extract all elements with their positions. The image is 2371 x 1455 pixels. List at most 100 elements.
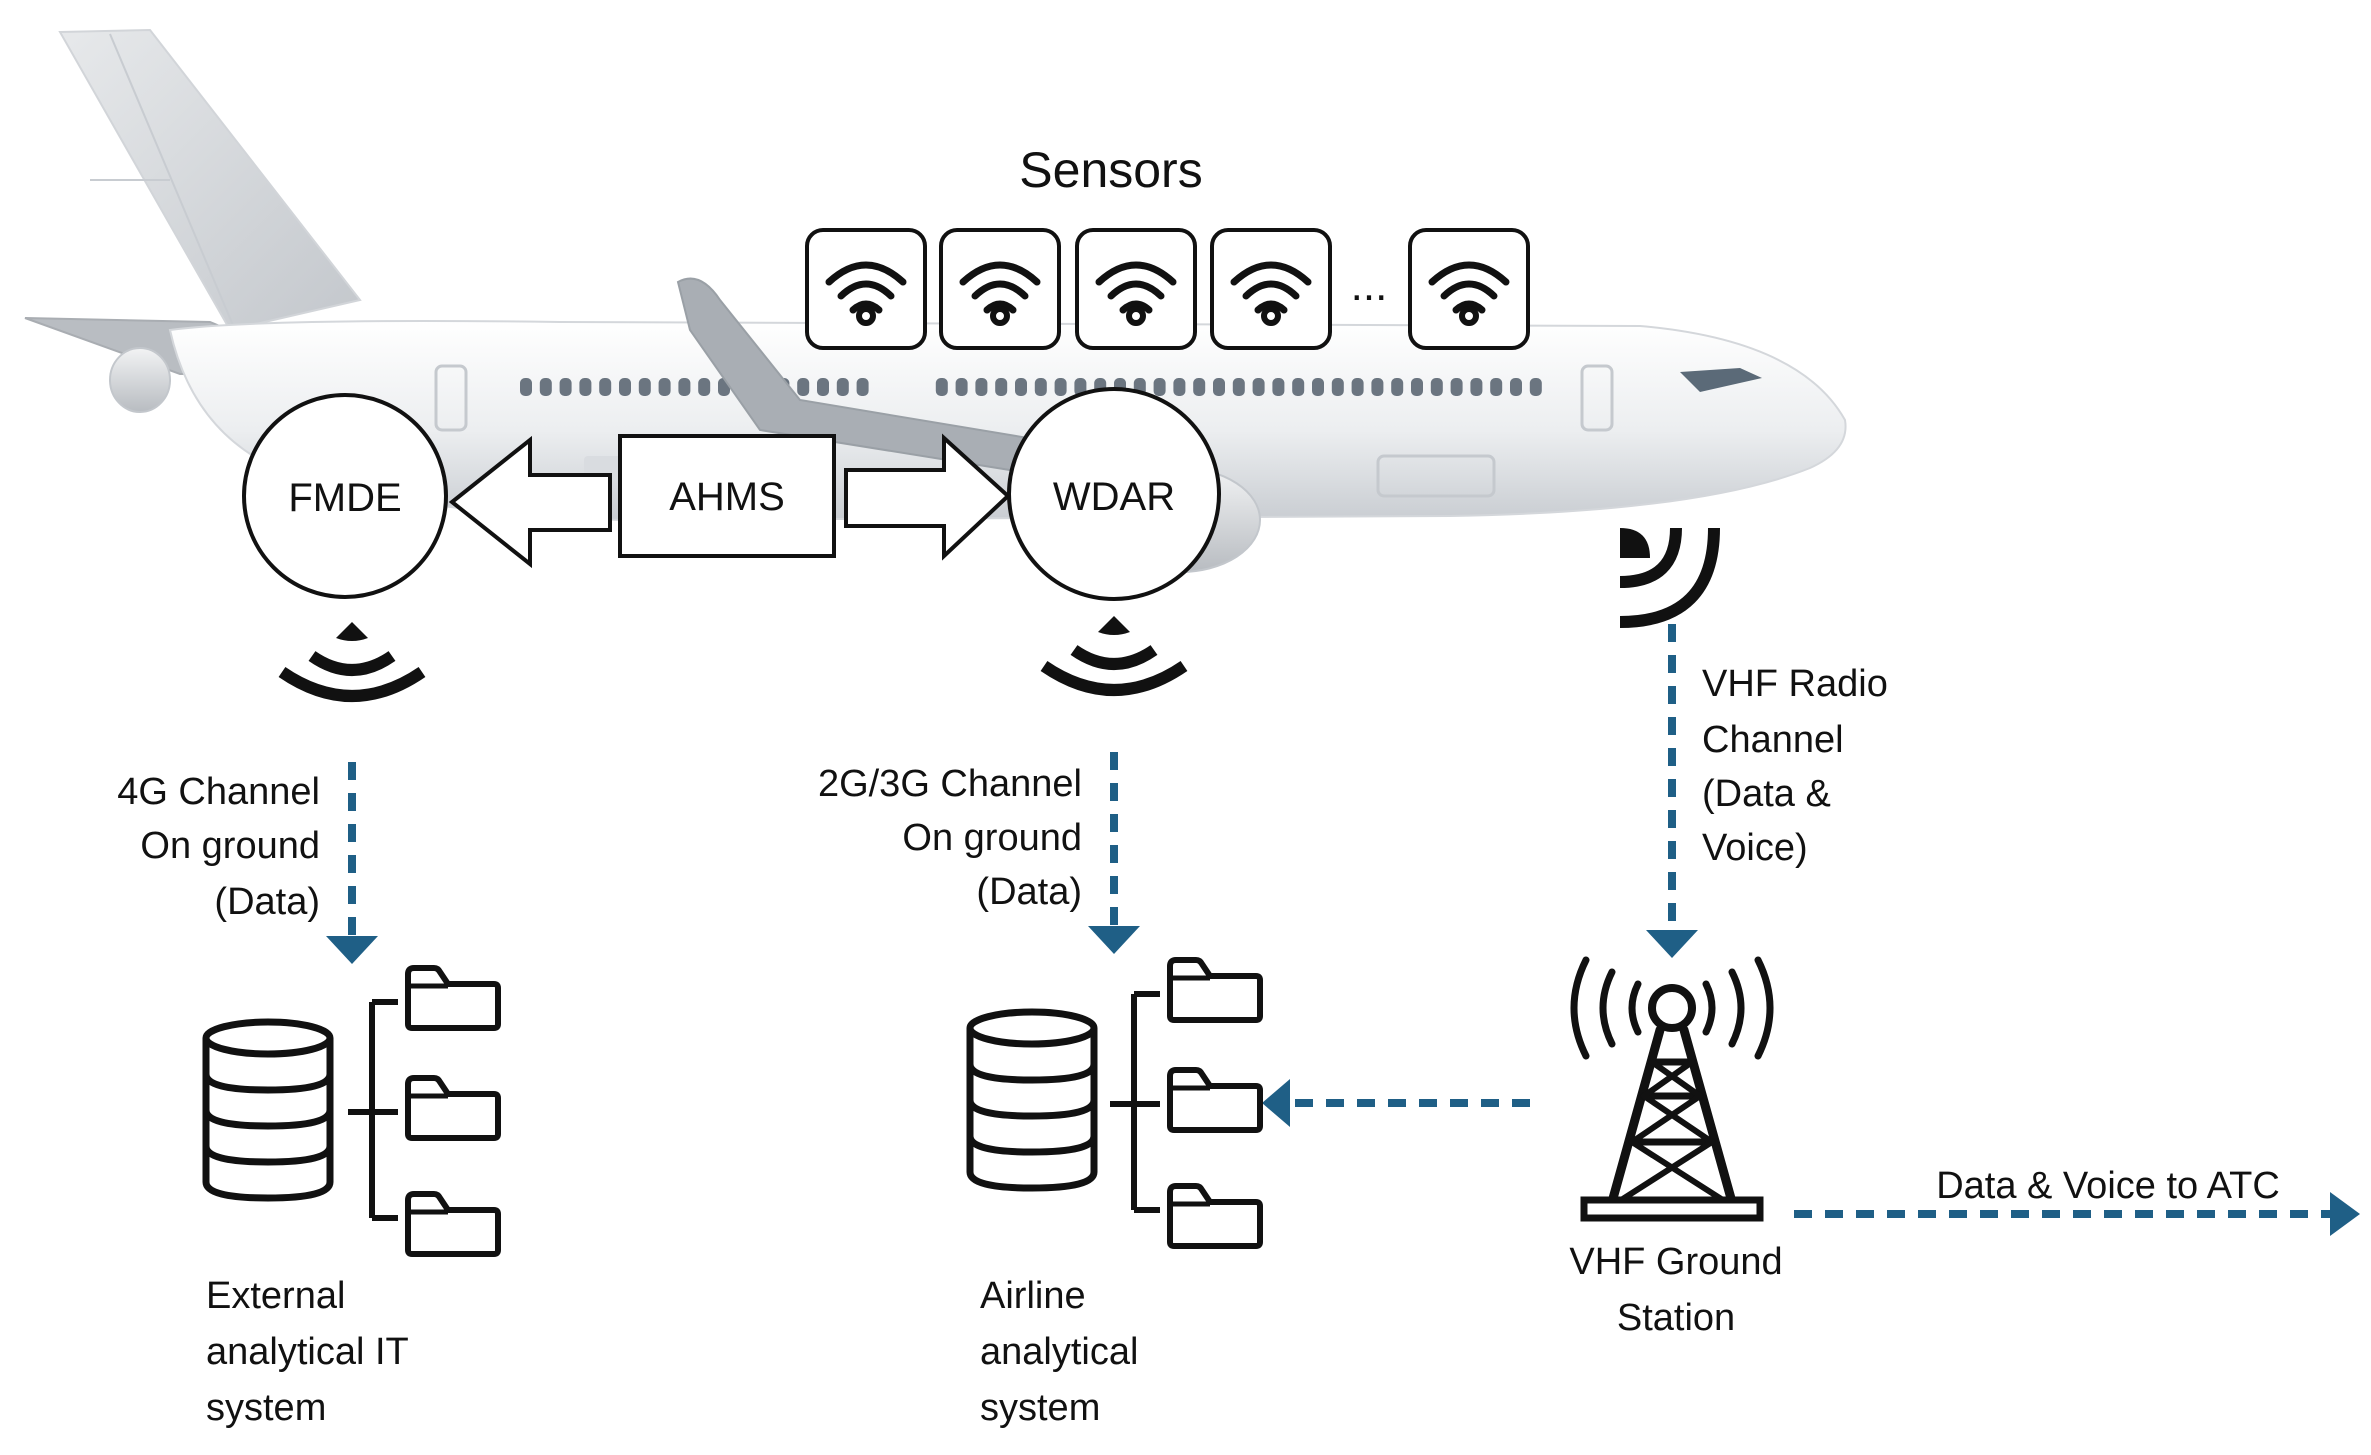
folder-icon xyxy=(408,968,498,1028)
arrow-heads xyxy=(326,926,2360,1236)
airline-system-line-1: Airline xyxy=(980,1275,1086,1317)
airplane-window xyxy=(1015,378,1027,396)
atc-label: Data & Voice to ATC xyxy=(1936,1165,2280,1207)
airplane-window xyxy=(579,378,592,396)
arrow-ahms-to-wdar xyxy=(844,433,1011,561)
airplane-window xyxy=(1430,378,1443,396)
airplane-window-row xyxy=(520,378,1542,396)
signal-waves-icon xyxy=(1040,616,1188,696)
arrow-ahms-to-fmde xyxy=(448,435,612,569)
wifi-sensor-icon xyxy=(1212,230,1330,348)
external-analytical-system: External analytical IT system xyxy=(206,968,498,1429)
airplane-window xyxy=(1391,378,1404,396)
airplane-window xyxy=(1034,378,1047,396)
label-4g-line-3: (Data) xyxy=(214,881,320,923)
airplane-window xyxy=(1193,378,1206,396)
wifi-sensor-icon xyxy=(941,230,1059,348)
airplane-window xyxy=(1490,378,1503,396)
airline-analytical-system: Airline analytical system xyxy=(970,960,1260,1429)
airplane-window xyxy=(856,378,869,396)
fmde-label: FMDE xyxy=(288,476,401,520)
label-2g3g-channel: 2G/3G Channel On ground (Data) xyxy=(818,763,1082,913)
folder-tree-icon xyxy=(1110,991,1160,1213)
label-4g-line-1: 4G Channel xyxy=(117,771,320,813)
airplane-window xyxy=(1153,378,1166,396)
database-icon xyxy=(206,1022,330,1198)
sensor-row: ... xyxy=(807,230,1528,348)
airplane-window xyxy=(1292,378,1305,396)
airplane-window xyxy=(1450,378,1463,396)
airplane-window xyxy=(698,378,711,396)
airplane-window xyxy=(836,378,849,396)
airplane-window xyxy=(678,378,691,396)
airplane-window xyxy=(975,378,988,396)
database-icon xyxy=(970,1012,1094,1188)
airplane-window xyxy=(817,378,829,396)
airplane-window xyxy=(1351,378,1364,396)
airplane-window xyxy=(995,378,1008,396)
label-vhf-line-4: Voice) xyxy=(1702,827,1808,869)
airplane-window xyxy=(599,378,612,396)
label-4g-channel: 4G Channel On ground (Data) xyxy=(117,771,320,923)
folder-icon xyxy=(408,1078,498,1138)
label-vhf-line-3: (Data & xyxy=(1702,773,1831,815)
airplane-window xyxy=(1529,378,1542,396)
airplane-window xyxy=(797,378,810,396)
label-vhf-line-1: VHF Radio xyxy=(1702,663,1888,705)
ground-station-label: VHF Ground Station xyxy=(1569,1241,1782,1339)
external-system-line-3: system xyxy=(206,1387,326,1429)
airplane-window xyxy=(1232,378,1245,396)
label-2g3g-line-3: (Data) xyxy=(976,871,1082,913)
folder-icon xyxy=(408,1194,498,1254)
airplane-window xyxy=(1331,378,1344,396)
airplane-window xyxy=(935,378,948,396)
label-2g3g-line-1: 2G/3G Channel xyxy=(818,763,1082,805)
airplane-window xyxy=(955,378,968,396)
airplane-window xyxy=(520,378,532,396)
sensor-ellipsis: ... xyxy=(1351,261,1388,310)
wdar-node: WDAR xyxy=(1007,387,1221,601)
airline-system-line-2: analytical xyxy=(980,1331,1138,1373)
airplane-window xyxy=(1252,378,1265,396)
airplane-window xyxy=(559,378,572,396)
airplane-window xyxy=(1411,378,1423,396)
airplane-cockpit-window xyxy=(1680,368,1762,392)
external-system-line-1: External xyxy=(206,1275,345,1317)
label-2g3g-line-2: On ground xyxy=(902,817,1082,859)
ground-station-line-1: VHF Ground xyxy=(1569,1241,1782,1283)
signal-waves-icon xyxy=(278,622,426,702)
wdar-label: WDAR xyxy=(1053,475,1175,519)
folder-tree-icon xyxy=(348,999,398,1221)
airplane-window xyxy=(1173,378,1186,396)
airplane-window xyxy=(539,378,552,396)
wifi-sensor-icon xyxy=(807,230,925,348)
label-vhf-line-2: Channel xyxy=(1702,719,1844,761)
label-vhf-channel: VHF Radio Channel (Data & Voice) xyxy=(1702,663,1888,869)
folder-icon xyxy=(1170,1186,1260,1246)
folder-icon xyxy=(1170,1070,1260,1130)
folder-icon xyxy=(1170,960,1260,1020)
airplane-window xyxy=(1054,378,1067,396)
ahms-node: AHMS xyxy=(618,434,836,558)
airplane-window xyxy=(1470,378,1483,396)
sensors-title: Sensors xyxy=(1019,142,1202,198)
label-4g-line-2: On ground xyxy=(140,825,320,867)
airplane-window xyxy=(1213,378,1225,396)
airplane-window xyxy=(1371,378,1384,396)
airplane-window xyxy=(1272,378,1285,396)
ground-station-line-2: Station xyxy=(1617,1297,1735,1339)
signal-waves-icon xyxy=(1619,527,1720,628)
airplane-window xyxy=(1312,378,1324,396)
ahms-label: AHMS xyxy=(669,475,785,519)
radio-tower-icon xyxy=(1570,956,1774,1222)
airplane-tail-fin xyxy=(58,28,362,332)
dashed-arrows xyxy=(348,624,2330,1218)
airplane-window xyxy=(619,378,631,396)
airplane-window xyxy=(658,378,671,396)
airplane-wing xyxy=(676,277,1043,472)
wifi-sensor-icon xyxy=(1410,230,1528,348)
fmde-node: FMDE xyxy=(242,393,448,599)
airplane-window xyxy=(1510,378,1522,396)
external-system-line-2: analytical IT xyxy=(206,1331,409,1373)
